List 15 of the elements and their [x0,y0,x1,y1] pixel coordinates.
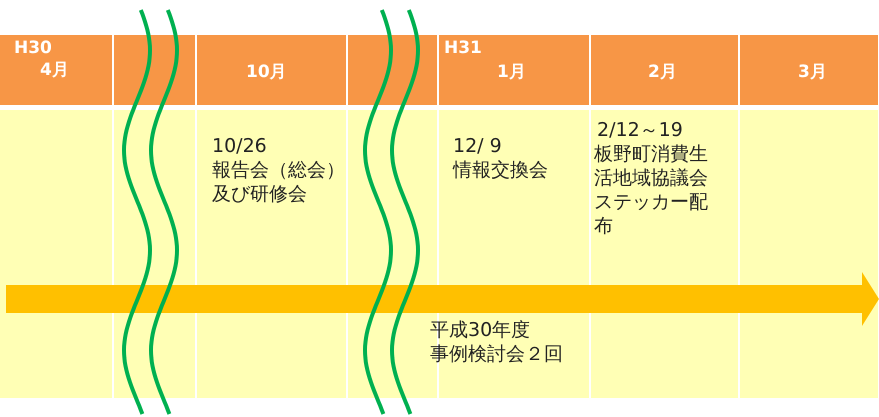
month-label: 4月 [40,60,69,80]
event-text: 板野町消費生活地域協議会ステッカー配布 [594,142,709,238]
year-label: H31 [444,38,482,58]
event-text: 事例検討会２回 [430,342,563,366]
date-text: 12/ 9 [453,134,502,158]
month-label: 2月 [648,62,677,82]
event-text: 報告会（総会）及び研修会 [212,158,346,206]
month-label: 3月 [798,62,827,82]
date-text: 2/12～19 [597,118,683,142]
date-text: 10/26 [212,134,267,158]
month-label: 1月 [497,62,526,82]
month-label: 10月 [246,62,287,82]
event-text: 情報交換会 [453,158,548,182]
event-text: 平成30年度 [430,318,530,342]
year-label: H30 [14,38,52,58]
